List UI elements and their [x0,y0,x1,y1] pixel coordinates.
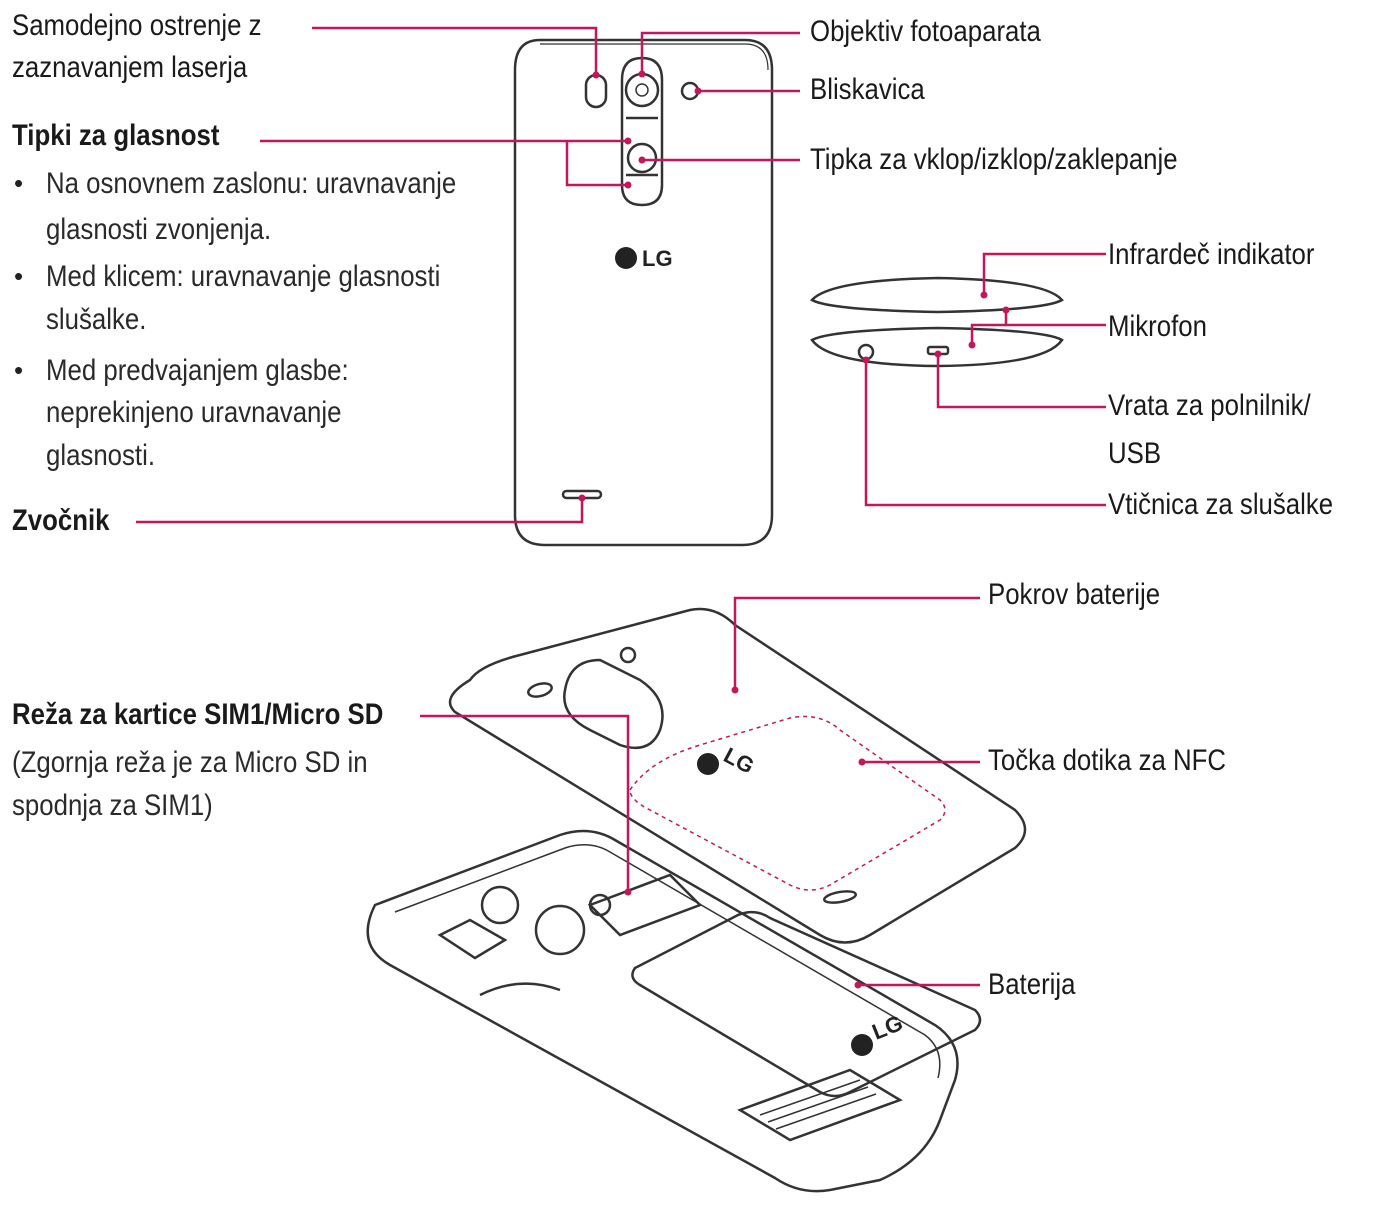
rear-logo: LG [615,246,673,271]
bottom-edge-view [810,326,1064,368]
label-headset-jack: Vtičnica za slušalke [1108,488,1334,521]
phone-body-shape [366,829,959,1193]
svg-text:LG: LG [720,742,759,778]
leader-sim-slot [420,714,630,892]
label-laser-af-line2: zaznavanjem laserja [12,51,248,84]
label-nfc: Točka dotika za NFC [988,744,1227,777]
leader-microphone-top [1004,310,1106,327]
label-microphone: Mikrofon [1108,310,1207,343]
sim-note-line1: (Zgornja reža je za Micro SD in [12,746,368,779]
top-edge-view [810,276,1064,314]
svg-text:LG: LG [642,246,673,271]
battery-logo: LG [851,1010,906,1056]
cover-logo: LG [697,742,759,779]
label-battery-cover: Pokrov baterije [988,578,1161,611]
leader-endpoints [578,70,1010,989]
volume-bullet1-line1: Na osnovnem zaslonu: uravnavanje [46,167,457,200]
sim-note-line2: spodnja za SIM1) [12,789,213,822]
battery-shape [631,910,982,1098]
volume-bullet2-line2: slušalke. [46,303,147,336]
label-laser-af-line1: Samodejno ostrenje z [12,9,262,42]
leader-lines [136,26,1106,987]
bullet-2: • [14,261,24,291]
label-ir-led: Infrardeč indikator [1108,238,1315,271]
rear-key-module [620,56,664,207]
leader-battery-cover [733,596,980,690]
label-flash: Bliskavica [810,73,925,106]
volume-bullet3-line2: neprekinjeno uravnavanje [46,396,342,429]
leader-ir-led [982,252,1106,295]
leader-microphone-bottom [970,323,1006,345]
edge-views [810,276,1064,368]
label-sim-slot: Reža za kartice SIM1/Micro SD [12,698,384,731]
label-charger-port-line2: USB [1108,437,1162,470]
label-power-key: Tipka za vklop/izklop/zaklepanje [810,143,1178,176]
leader-headset-jack [864,360,1106,507]
leader-volume-down [565,141,628,187]
leader-usb-port [936,354,1106,409]
label-speaker: Zvočnik [12,504,110,537]
leader-speaker [136,498,584,524]
volume-bullet1-line2: glasnosti zvonjenja. [46,213,272,246]
svg-text:LG: LG [869,1010,907,1045]
volume-bullet2-line1: Med klicem: uravnavanje glasnosti [46,260,441,293]
bullet-1: • [14,168,24,198]
power-key-shape [626,142,658,174]
nfc-area-outline [629,715,946,891]
leader-camera-lens [640,31,800,74]
laser-af-sensor [584,73,608,109]
phone-rear-view [513,38,774,547]
volume-bullet3-line1: Med predvajanjem glasbe: [46,354,349,387]
label-volume-keys: Tipki za glasnost [12,119,220,152]
label-battery: Baterija [988,968,1076,1001]
bullet-3: • [14,355,24,385]
label-charger-port-line1: Vrata za polnilnik/ [1108,389,1311,422]
camera-lens-shape [624,72,660,108]
leader-laser-af [312,26,598,75]
label-camera-lens: Objektiv fotoaparata [810,15,1041,48]
volume-bullet3-line3: glasnosti. [46,439,156,472]
battery-cover-shape [448,607,1027,944]
